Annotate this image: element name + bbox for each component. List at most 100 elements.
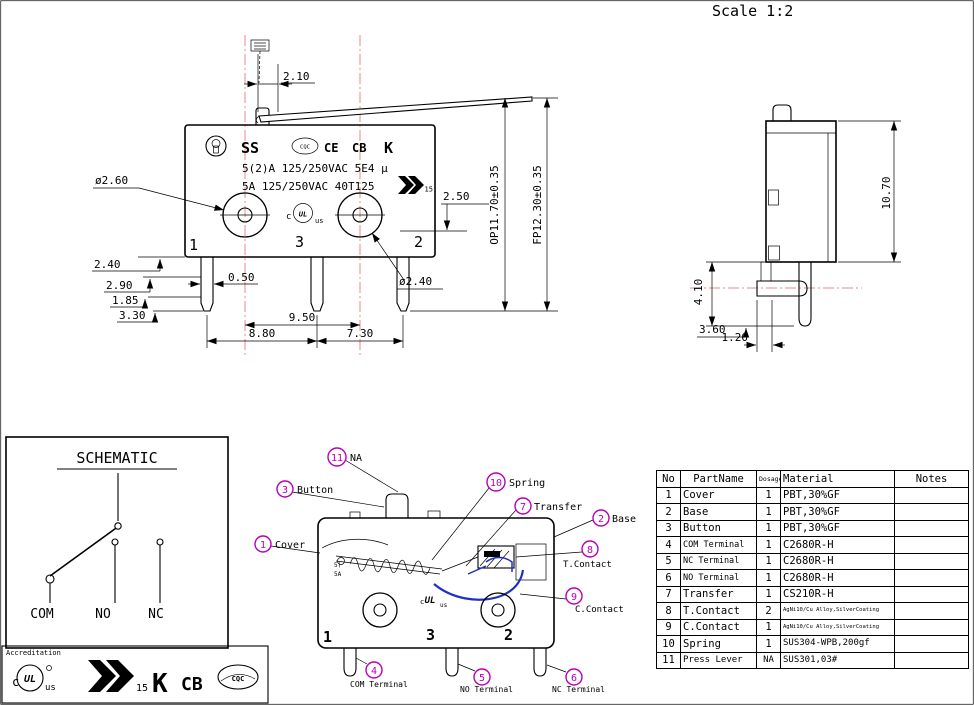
ul-mark: UL [299, 211, 307, 219]
dim-text-dia260: ø2.60 [95, 174, 128, 187]
table-row: 3 Button 1 PBT,30%GF [656, 519, 969, 537]
cell-dosage: 1 [756, 503, 781, 521]
cqc-text: CQC [232, 675, 245, 683]
cell-no: 7 [656, 585, 681, 603]
press-lever-bottom [335, 560, 441, 575]
cell-no: 6 [656, 569, 681, 587]
callout-label: Spring [509, 478, 545, 489]
side-pin [798, 262, 812, 327]
cb-logo: CB [181, 674, 203, 695]
cell-no: 2 [656, 503, 681, 521]
cell-material: PBT,30%GF [780, 486, 895, 504]
accreditation-panel: Accreditation c UL us 15 K CB CQC [1, 645, 269, 704]
cell-partname: T.Contact [680, 602, 757, 620]
cell-material: SUS301,03# [780, 651, 895, 669]
cell-dosage: 1 [756, 536, 781, 554]
cell-no: 8 [656, 602, 681, 620]
callout-label: NO Terminal [460, 685, 513, 694]
callout-5: 5 NO Terminal [457, 663, 513, 694]
side-view: Scale 1:2 10.70 4.10 3.60 [690, 2, 901, 352]
schematic-label-com: COM [30, 607, 54, 622]
header-material: Material [780, 470, 895, 488]
cell-dosage: 2 [756, 602, 781, 620]
callout-label: NA [350, 453, 362, 464]
cell-material: PBT,30%GF [780, 519, 895, 537]
callout-label: C.Contact [575, 605, 624, 615]
cell-partname: NC Terminal [680, 552, 757, 570]
table-row: 9 C.Contact 1 AgNi10/Cu Alloy,SilverCoat… [656, 618, 969, 636]
callout-number: 7 [520, 502, 526, 513]
callout-label: NC Terminal [552, 685, 605, 694]
assembly-button [385, 493, 409, 518]
table-row: 5 NC Terminal 1 C2680R-H [656, 552, 969, 570]
cell-partname: Button [680, 519, 757, 537]
transfer-spring-blue [485, 556, 513, 572]
lever-hook [255, 115, 260, 124]
assembly-top-notch-right [427, 510, 441, 519]
cul-us-mark: c UL us [286, 203, 323, 225]
schematic-no-contact [111, 538, 119, 546]
cell-no: 5 [656, 552, 681, 570]
dim-text-fp: FP12.30±0.35 [531, 165, 544, 244]
table-row: 2 Base 1 PBT,30%GF [656, 503, 969, 521]
callout-label: Button [297, 485, 333, 496]
table-header-row: No PartName Dosage Material Notes [656, 470, 969, 488]
dim-pin-width: 0.50 [188, 271, 258, 288]
dim-text-op: OP11.70±0.35 [488, 165, 501, 244]
assembly-hole-right-inner [491, 603, 505, 617]
cell-partname: C.Contact [680, 618, 757, 636]
scale-label: Scale 1:2 [712, 2, 793, 20]
cell-dosage: 1 [756, 552, 781, 570]
cell-notes [894, 503, 969, 521]
side-detail-low [768, 245, 780, 261]
cell-material: C2680R-H [780, 536, 895, 554]
kc-logo: K [152, 669, 168, 699]
cell-no: 4 [656, 536, 681, 554]
terminal-number-1: 1 [189, 236, 198, 254]
assembly-cul-us-mark: c UL us [420, 596, 448, 609]
callout-9: 9 C.Contact [519, 587, 624, 615]
callout-number: 6 [571, 673, 577, 684]
dim-dia-left: ø2.60 [93, 174, 225, 211]
cul-us-logo: c UL us [12, 664, 56, 693]
dim-dia-right: ø2.40 [371, 232, 443, 290]
cover-mark-1: 5( [334, 562, 341, 569]
header-no: No [656, 470, 681, 488]
s-mark-year: 15 [136, 683, 148, 694]
s-mark-logo: 15 [88, 660, 148, 694]
table-row: 11 Press Lever NA SUS301,03# [656, 651, 969, 669]
rating-line-2: 5A 125/250VAC 40T125 [242, 180, 374, 193]
header-dosage: Dosage [756, 470, 781, 488]
callout-7: 7 Transfer [465, 497, 582, 567]
mounting-hole-top-inner [211, 139, 221, 148]
s-mark-icon: 15 [398, 176, 433, 194]
cell-partname: Base [680, 503, 757, 521]
callout-number: 4 [371, 666, 377, 677]
callout-11: 11 NA [327, 447, 399, 493]
callout-label: COM Terminal [350, 680, 408, 689]
pin-com [200, 256, 214, 312]
callout-number: 5 [479, 673, 485, 684]
cell-partname: Cover [680, 486, 757, 504]
accreditation-box [1, 645, 269, 704]
callout-6: 6 NC Terminal [546, 664, 605, 694]
callout-label: Cover [275, 540, 305, 551]
ul-c: c [286, 212, 291, 222]
callout-4: 4 COM Terminal [350, 657, 408, 689]
assembly-terminal-1: 1 [323, 628, 332, 646]
callout-10: 10 Spring [431, 472, 545, 561]
cell-notes [894, 486, 969, 504]
dim-text-3-60: 3.60 [699, 323, 726, 336]
assembly-hole-left [362, 592, 398, 628]
cell-no: 10 [656, 635, 681, 653]
assembly-hole-left-inner [373, 603, 387, 617]
cell-dosage: 1 [756, 486, 781, 504]
dim-text-1-85: 1.85 [112, 294, 139, 307]
cell-notes [894, 651, 969, 669]
ul-c: c [12, 675, 19, 689]
assembly-terminal-2: 2 [504, 626, 513, 644]
dim-text-9-50: 9.50 [289, 311, 316, 324]
dim-text-0-50: 0.50 [228, 271, 255, 284]
dim-lever-offset: 2.10 [244, 39, 315, 112]
